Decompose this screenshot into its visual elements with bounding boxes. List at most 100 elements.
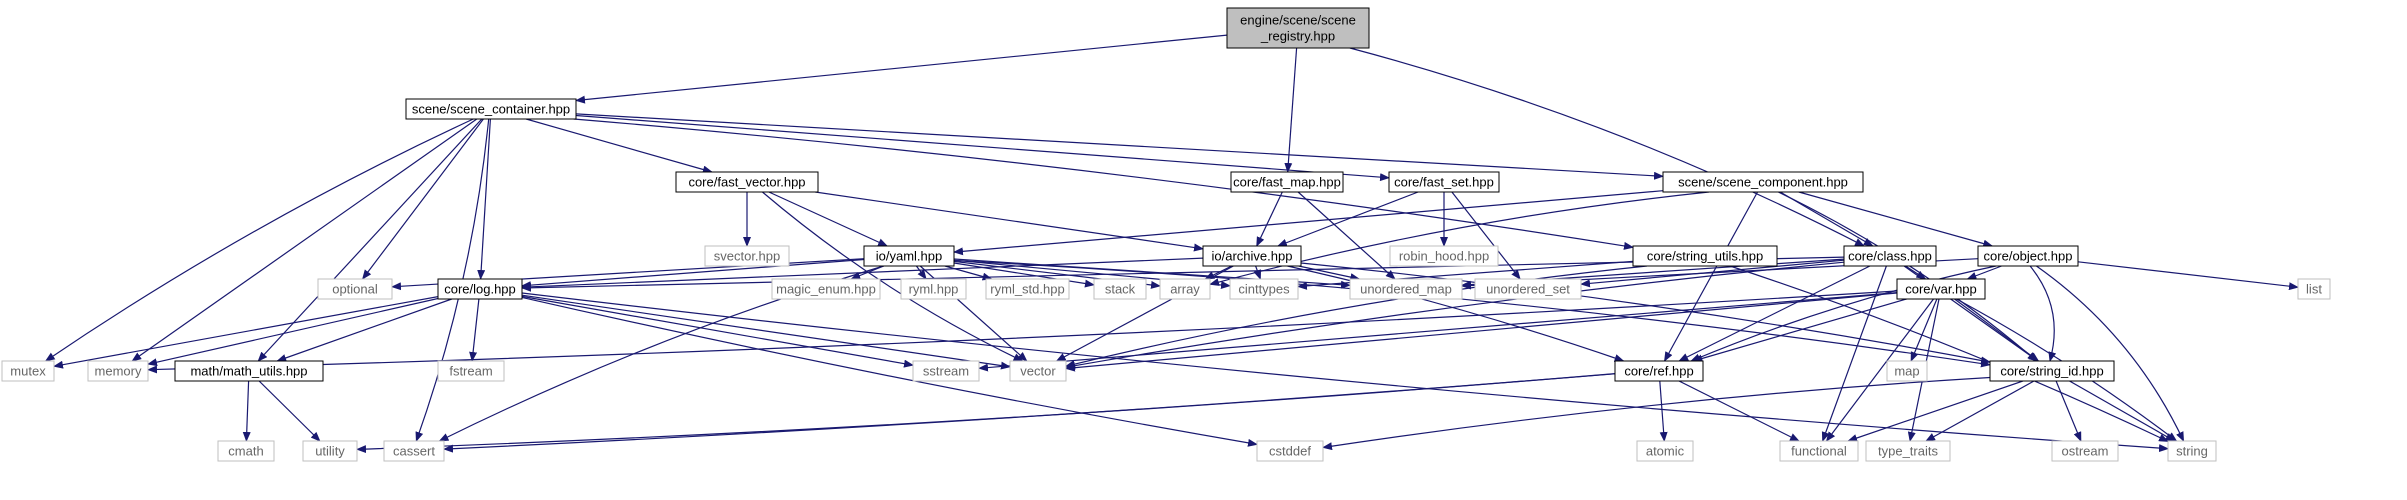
edge-yaml-to-log [521,258,865,290]
node-class[interactable]: core/class.hpp [1843,245,1937,267]
edge-archive-to-unordered-map [1298,265,1361,282]
node-box [675,171,819,193]
node-root[interactable]: engine/scene/scene_registry.hpp [1226,7,1370,49]
node-functional: functional [1779,440,1859,462]
node-ryml-std: ryml_std.hpp [985,278,1070,300]
node-label: magic_enum.hpp [776,282,876,297]
node-box [771,278,881,300]
node-optional: optional [317,278,393,300]
edge-archive-to-vector [1055,265,1234,362]
node-label: functional [1791,444,1847,459]
node-box [1230,171,1344,193]
node-box [1632,245,1778,267]
node-box [1662,171,1864,193]
edge-fast-map-to-archive [1256,191,1283,247]
edge-root-to-fast-map [1284,47,1298,173]
node-label: svector.hpp [714,249,781,264]
node-math-utils[interactable]: math/math_utils.hpp [174,360,324,382]
edge-scene-container-to-mutex [44,118,474,362]
node-cmath: cmath [217,440,275,462]
edge-scene-container-to-log [477,118,491,280]
node-box [2051,440,2119,462]
node-list: list [2297,278,2331,300]
edge-var-to-map [1910,298,1938,362]
node-box [1896,278,1986,300]
node-box [1,360,55,382]
node-label: _registry.hpp [1260,29,1335,44]
node-box [1202,245,1302,267]
node-scene-component[interactable]: scene/scene_component.hpp [1662,171,1864,193]
node-box [704,245,790,267]
edge-scene-component-to-yaml [953,190,1664,256]
node-label: atomic [1646,444,1685,459]
node-label: core/object.hpp [1984,249,2073,264]
edge-root-to-scene-container [575,34,1228,104]
edge-log-to-math-utils [276,298,453,362]
edge-scene-component-to-array [1209,191,1710,286]
edge-object-to-string [2036,265,2185,442]
edge-yaml-to-stack [953,262,1095,288]
node-box [1989,360,2115,382]
node-label: io/yaml.hpp [876,249,942,264]
edge-fast-vector-to-archive [815,191,1204,252]
node-fast-map[interactable]: core/fast_map.hpp [1230,171,1344,193]
edge-string-id-to-functional [1847,380,2024,442]
node-yaml[interactable]: io/yaml.hpp [863,245,955,267]
edge-scene-container-to-memory [131,118,478,362]
node-log[interactable]: core/log.hpp [437,278,523,300]
edge-math-utils-to-utility [258,380,321,442]
node-label: ryml.hpp [909,282,959,297]
node-label: scene/scene_container.hpp [412,102,570,117]
node-robin-hood: robin_hood.hpp [1389,245,1499,267]
node-fast-set[interactable]: core/fast_set.hpp [1388,171,1500,193]
node-box [1636,440,1694,462]
node-fast-vector[interactable]: core/fast_vector.hpp [675,171,819,193]
edge-root-to-class [1349,47,1865,247]
edge-yaml-to-vector [919,265,1028,362]
node-string-utils[interactable]: core/string_utils.hpp [1632,245,1778,267]
edge-object-to-ref [1690,265,1997,362]
node-var[interactable]: core/var.hpp [1896,278,1986,300]
edge-object-to-string-id [2029,265,2057,362]
node-label: utility [315,444,345,459]
edge-class-to-ref [1678,265,1871,362]
node-label: sstream [923,364,969,379]
node-box [405,98,577,120]
node-box [1614,360,1704,382]
node-object[interactable]: core/object.hpp [1977,245,2079,267]
node-box [1349,278,1463,300]
node-unordered-map: unordered_map [1349,278,1463,300]
node-string-id[interactable]: core/string_id.hpp [1989,360,2115,382]
node-archive[interactable]: io/archive.hpp [1202,245,1302,267]
edge-fast-set-to-unordered-set [1451,191,1521,280]
node-cinttypes: cinttypes [1229,278,1299,300]
node-box [437,278,523,300]
node-scene-container[interactable]: scene/scene_container.hpp [405,98,577,120]
node-ref[interactable]: core/ref.hpp [1614,360,1704,382]
edge-fast-vector-to-vector [762,191,1024,362]
node-box [87,360,149,382]
node-label: core/var.hpp [1905,282,1977,297]
node-label: ryml_std.hpp [990,282,1064,297]
node-box [174,360,324,382]
node-box [1886,360,1928,382]
edge-var-to-sstream [978,292,1898,372]
edge-log-to-sstream [521,295,914,368]
node-label: core/log.hpp [444,282,516,297]
edge-scene-container-to-scene-component [575,113,1664,180]
node-box [2297,278,2331,300]
node-atomic: atomic [1636,440,1694,462]
edge-scene-component-to-object [1798,191,1994,248]
node-sstream: sstream [912,360,980,382]
edge-yaml-to-string-id [953,259,1991,368]
edge-var-to-vector [1065,292,1898,372]
edge-scene-container-to-math-utils [257,118,483,362]
node-label: memory [95,364,142,379]
node-box [1843,245,1937,267]
edge-string-id-to-string [2069,380,2176,442]
node-label: robin_hood.hpp [1399,249,1489,264]
node-box [1226,7,1370,49]
edge-scene-container-to-string-utils [573,118,1634,250]
node-box [1389,245,1499,267]
node-svector: svector.hpp [704,245,790,267]
